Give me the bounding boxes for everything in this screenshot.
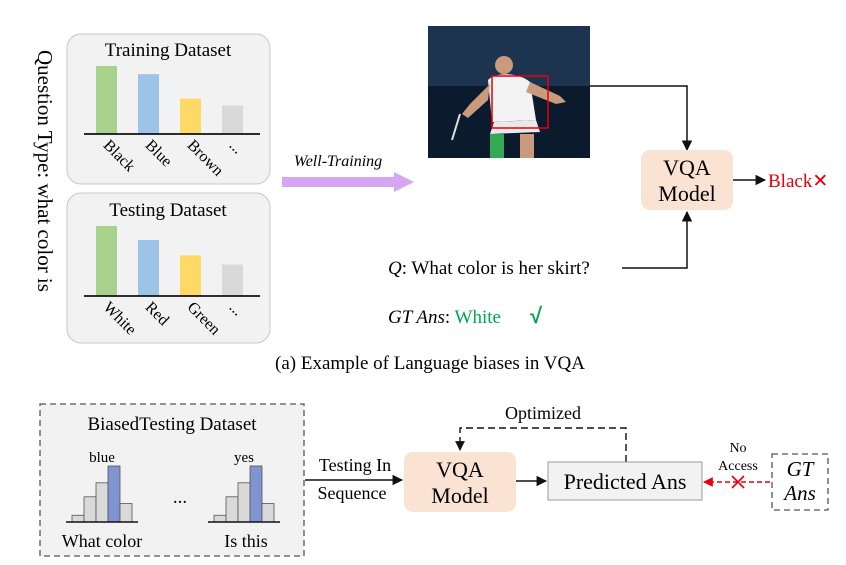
no-access-line1: No [729, 441, 746, 456]
testing-bar-2 [180, 255, 201, 296]
hist-right-top-label: yes [234, 450, 254, 466]
question-to-model-arrow [622, 210, 693, 269]
optimized-label: Optimized [505, 403, 581, 423]
vqa-model-box-bottom [404, 452, 516, 512]
testing-bar-1 [138, 240, 159, 296]
question-type-label: Question Type: what color is [33, 50, 57, 292]
gt-ans-label-line2: Ans [782, 481, 816, 505]
training-bar-3 [222, 105, 243, 134]
vqa-model-label-bottom-line1: VQA [436, 457, 484, 482]
question-prefix: Q [388, 258, 402, 279]
hist-left-bar-3 [107, 465, 121, 523]
hist-right-bar-2 [237, 482, 251, 523]
gt-colon: : [445, 307, 455, 328]
tennis-photo [428, 26, 590, 158]
predicted-ans-box [547, 461, 703, 501]
hist-right-bar-3 [249, 465, 263, 523]
histogram-what-color [66, 465, 138, 523]
hist-right-bar-0 [213, 514, 227, 523]
prediction-wrong: Black✕ [768, 171, 828, 192]
gt-prefix: GT Ans [388, 307, 445, 328]
no-access-cross-icon [731, 475, 745, 489]
gt-value: White [455, 307, 501, 328]
caption-a: (a) Example of Language biases in VQA [275, 353, 585, 374]
optimized-feedback-arrow [455, 427, 627, 462]
biased-testing-title: BiasedTesting Dataset [87, 414, 257, 435]
question-body: : What color is her skirt? [402, 258, 590, 279]
well-training-label: Well-Training [294, 153, 382, 170]
hist-left-bar-4 [119, 503, 133, 523]
hist-right-bar-1 [225, 496, 239, 523]
vqa-model-box-top [641, 150, 733, 210]
gt-check-mark: √ [530, 303, 543, 328]
testing-bar-0 [96, 226, 117, 296]
question-text: Q: What color is her skirt? [388, 258, 590, 279]
vqa-model-label-top-line2: Model [658, 181, 715, 206]
testing-dataset-title: Testing Dataset [109, 200, 227, 221]
photo-to-model-arrow [590, 85, 693, 152]
training-bar-2 [180, 98, 201, 134]
hist-left-bar-2 [95, 482, 109, 523]
well-training-arrow [282, 172, 414, 192]
histogram-is-this [208, 465, 280, 523]
no-access-line2: Access [718, 459, 758, 474]
testing-bar-3 [222, 264, 243, 296]
vqa-model-label-top-line1: VQA [663, 155, 711, 180]
vqa-model-label-bottom-line2: Model [431, 483, 488, 508]
training-bar-0 [96, 66, 117, 134]
hist-left-bottom-label: What color [62, 531, 142, 551]
hist-left-bar-1 [83, 496, 97, 523]
testing-in-label: Testing In [319, 455, 391, 475]
testing-dataset-panel [66, 192, 271, 344]
gt-ans-label-line1: GT [787, 457, 815, 481]
hist-right-bar-4 [261, 503, 275, 523]
training-dataset-title: Training Dataset [105, 40, 232, 61]
hist-left-bar-0 [71, 514, 85, 523]
predicted-ans-label: Predicted Ans [564, 469, 687, 494]
training-bar-1 [138, 74, 159, 134]
gt-answer: GT Ans: White [388, 307, 501, 328]
training-dataset-panel [66, 33, 271, 185]
hist-right-bottom-label: Is this [224, 531, 268, 551]
hist-ellipsis: ... [173, 487, 187, 508]
hist-left-top-label: blue [89, 450, 115, 466]
gt-ans-box [771, 453, 829, 511]
sequence-label: Sequence [318, 483, 387, 503]
